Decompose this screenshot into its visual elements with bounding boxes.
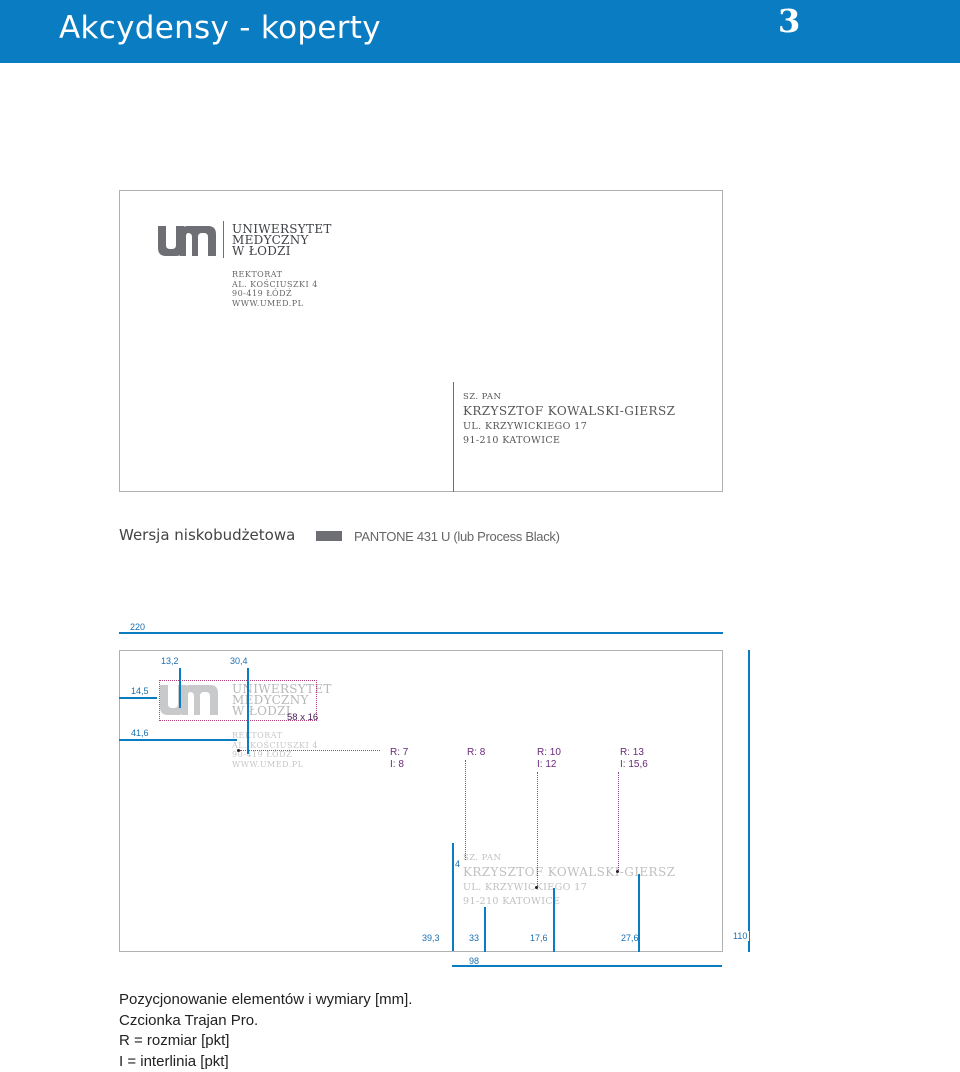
leader-3	[537, 772, 538, 888]
dim-height-total: 110	[731, 931, 749, 941]
um-logo-icon	[158, 226, 216, 256]
page-title: Akcydensy - koperty	[59, 10, 381, 46]
sender-line-1-faded: Rektorat	[232, 731, 318, 741]
leader-dot-4	[616, 870, 619, 873]
type-spec-3-leading: I: 12	[537, 759, 561, 771]
type-spec-1: R: 7 I: 8	[390, 747, 408, 771]
type-spec-4: R: 13 I: 15,6	[620, 747, 648, 771]
color-swatch	[316, 531, 342, 541]
marker-logo-x	[179, 668, 181, 708]
marker-logo-y	[119, 697, 157, 699]
sender-line-2-faded: al. Kościuszki 4	[232, 741, 318, 751]
dim-text-x: 30,4	[230, 656, 248, 666]
logo-divider	[223, 221, 224, 258]
type-spec-2: R: 8	[467, 747, 485, 759]
recipient-city: 91-210 Katowice	[463, 434, 675, 448]
type-spec-1-size: R: 7	[390, 747, 408, 759]
dim-logo-x: 13,2	[161, 656, 179, 666]
recipient-name: Krzysztof Kowalski-Giersz	[463, 403, 675, 419]
recipient-city-faded: 91-210 Katowice	[463, 895, 675, 909]
dim-bottom-a: 39,3	[422, 933, 440, 943]
recipient-street-faded: ul. Krzywickiego 17	[463, 880, 675, 895]
leader-4	[618, 772, 619, 872]
dim-recipient-offset: 4	[455, 859, 460, 869]
sender-line-4: www.umed.pl	[232, 299, 318, 309]
leader-2	[465, 760, 466, 860]
sender-line-1: Rektorat	[232, 270, 318, 280]
recipient-block-faded: Sz. Pan Krzysztof Kowalski-Giersz ul. Kr…	[463, 852, 675, 909]
type-spec-2-size: R: 8	[467, 747, 485, 759]
variant-label: Wersja niskobudżetowa	[119, 526, 295, 544]
notes-block: Pozycjonowanie elementów i wymiary [mm].…	[119, 990, 412, 1072]
sender-address: Rektorat al. Kościuszki 4 90-419 Łódź ww…	[232, 270, 318, 308]
marker-recipient-vertical	[452, 843, 454, 951]
sender-line-2: al. Kościuszki 4	[232, 280, 318, 290]
note-line-2: Czcionka Trajan Pro.	[119, 1011, 412, 1032]
recipient-block: Sz. Pan Krzysztof Kowalski-Giersz ul. Kr…	[463, 391, 675, 448]
dim-width-line	[119, 632, 723, 634]
type-spec-3: R: 10 I: 12	[537, 747, 561, 771]
recipient-salutation: Sz. Pan	[463, 391, 675, 403]
note-line-1: Pozycjonowanie elementów i wymiary [mm].	[119, 990, 412, 1011]
dim-recipient-width-line	[452, 965, 722, 967]
dim-width-total: 220	[130, 622, 145, 632]
logo-line-3: W ŁODZI	[232, 246, 332, 257]
dim-bottom-d: 27,6	[621, 933, 639, 943]
marker-bottom-c	[553, 888, 555, 952]
dim-logo-size: 58 x 16	[287, 712, 318, 723]
type-spec-4-leading: I: 15,6	[620, 759, 648, 771]
type-spec-1-leading: I: 8	[390, 759, 408, 771]
marker-bottom-b	[484, 907, 486, 952]
marker-text-y	[119, 739, 237, 741]
type-spec-3-size: R: 10	[537, 747, 561, 759]
dim-bottom-c: 17,6	[530, 933, 548, 943]
sender-line-4-faded: www.umed.pl	[232, 760, 318, 770]
dim-logo-y: 14,5	[131, 686, 149, 696]
logo-wordmark: UNIWERSYTET MEDYCZNY W ŁODZI	[232, 224, 332, 257]
guide-text-dotted	[240, 750, 380, 751]
dim-bottom-b: 33	[469, 933, 479, 943]
note-line-3: R = rozmiar [pkt]	[119, 1031, 412, 1052]
note-line-4: I = interlinia [pkt]	[119, 1052, 412, 1072]
recipient-rule	[453, 382, 454, 492]
sender-line-3-faded: 90-419 Łódź	[232, 750, 318, 760]
sender-line-3: 90-419 Łódź	[232, 289, 318, 299]
dim-text-y: 41,6	[131, 728, 149, 738]
recipient-name-faded: Krzysztof Kowalski-Giersz	[463, 864, 675, 880]
recipient-street: ul. Krzywickiego 17	[463, 419, 675, 434]
pantone-label: PANTONE 431 U (lub Process Black)	[354, 529, 560, 544]
recipient-salutation-faded: Sz. Pan	[463, 852, 675, 864]
marker-text-x	[247, 668, 249, 754]
page-number: 3	[778, 2, 800, 40]
marker-height	[748, 650, 750, 952]
leader-dot-3	[535, 886, 538, 889]
type-spec-4-size: R: 13	[620, 747, 648, 759]
